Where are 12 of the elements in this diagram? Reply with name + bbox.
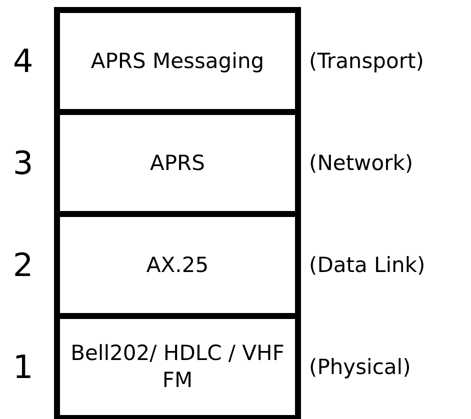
layer-name: (Transport): [309, 48, 424, 74]
layer-protocol: Bell202/ HDLC / VHF FM: [70, 340, 286, 394]
layer-name: (Physical): [309, 354, 411, 380]
layer-name: (Data Link): [309, 252, 426, 278]
layer-number: 2: [12, 247, 34, 283]
layer-protocol: APRS: [150, 150, 205, 176]
layer-name: (Network): [309, 150, 414, 176]
layer-protocol: APRS Messaging: [90, 48, 264, 74]
layer-number: 1: [12, 349, 34, 385]
layer-protocol: AX.25: [146, 252, 209, 278]
layer-number: 3: [12, 145, 34, 181]
layer-number: 4: [12, 43, 34, 79]
